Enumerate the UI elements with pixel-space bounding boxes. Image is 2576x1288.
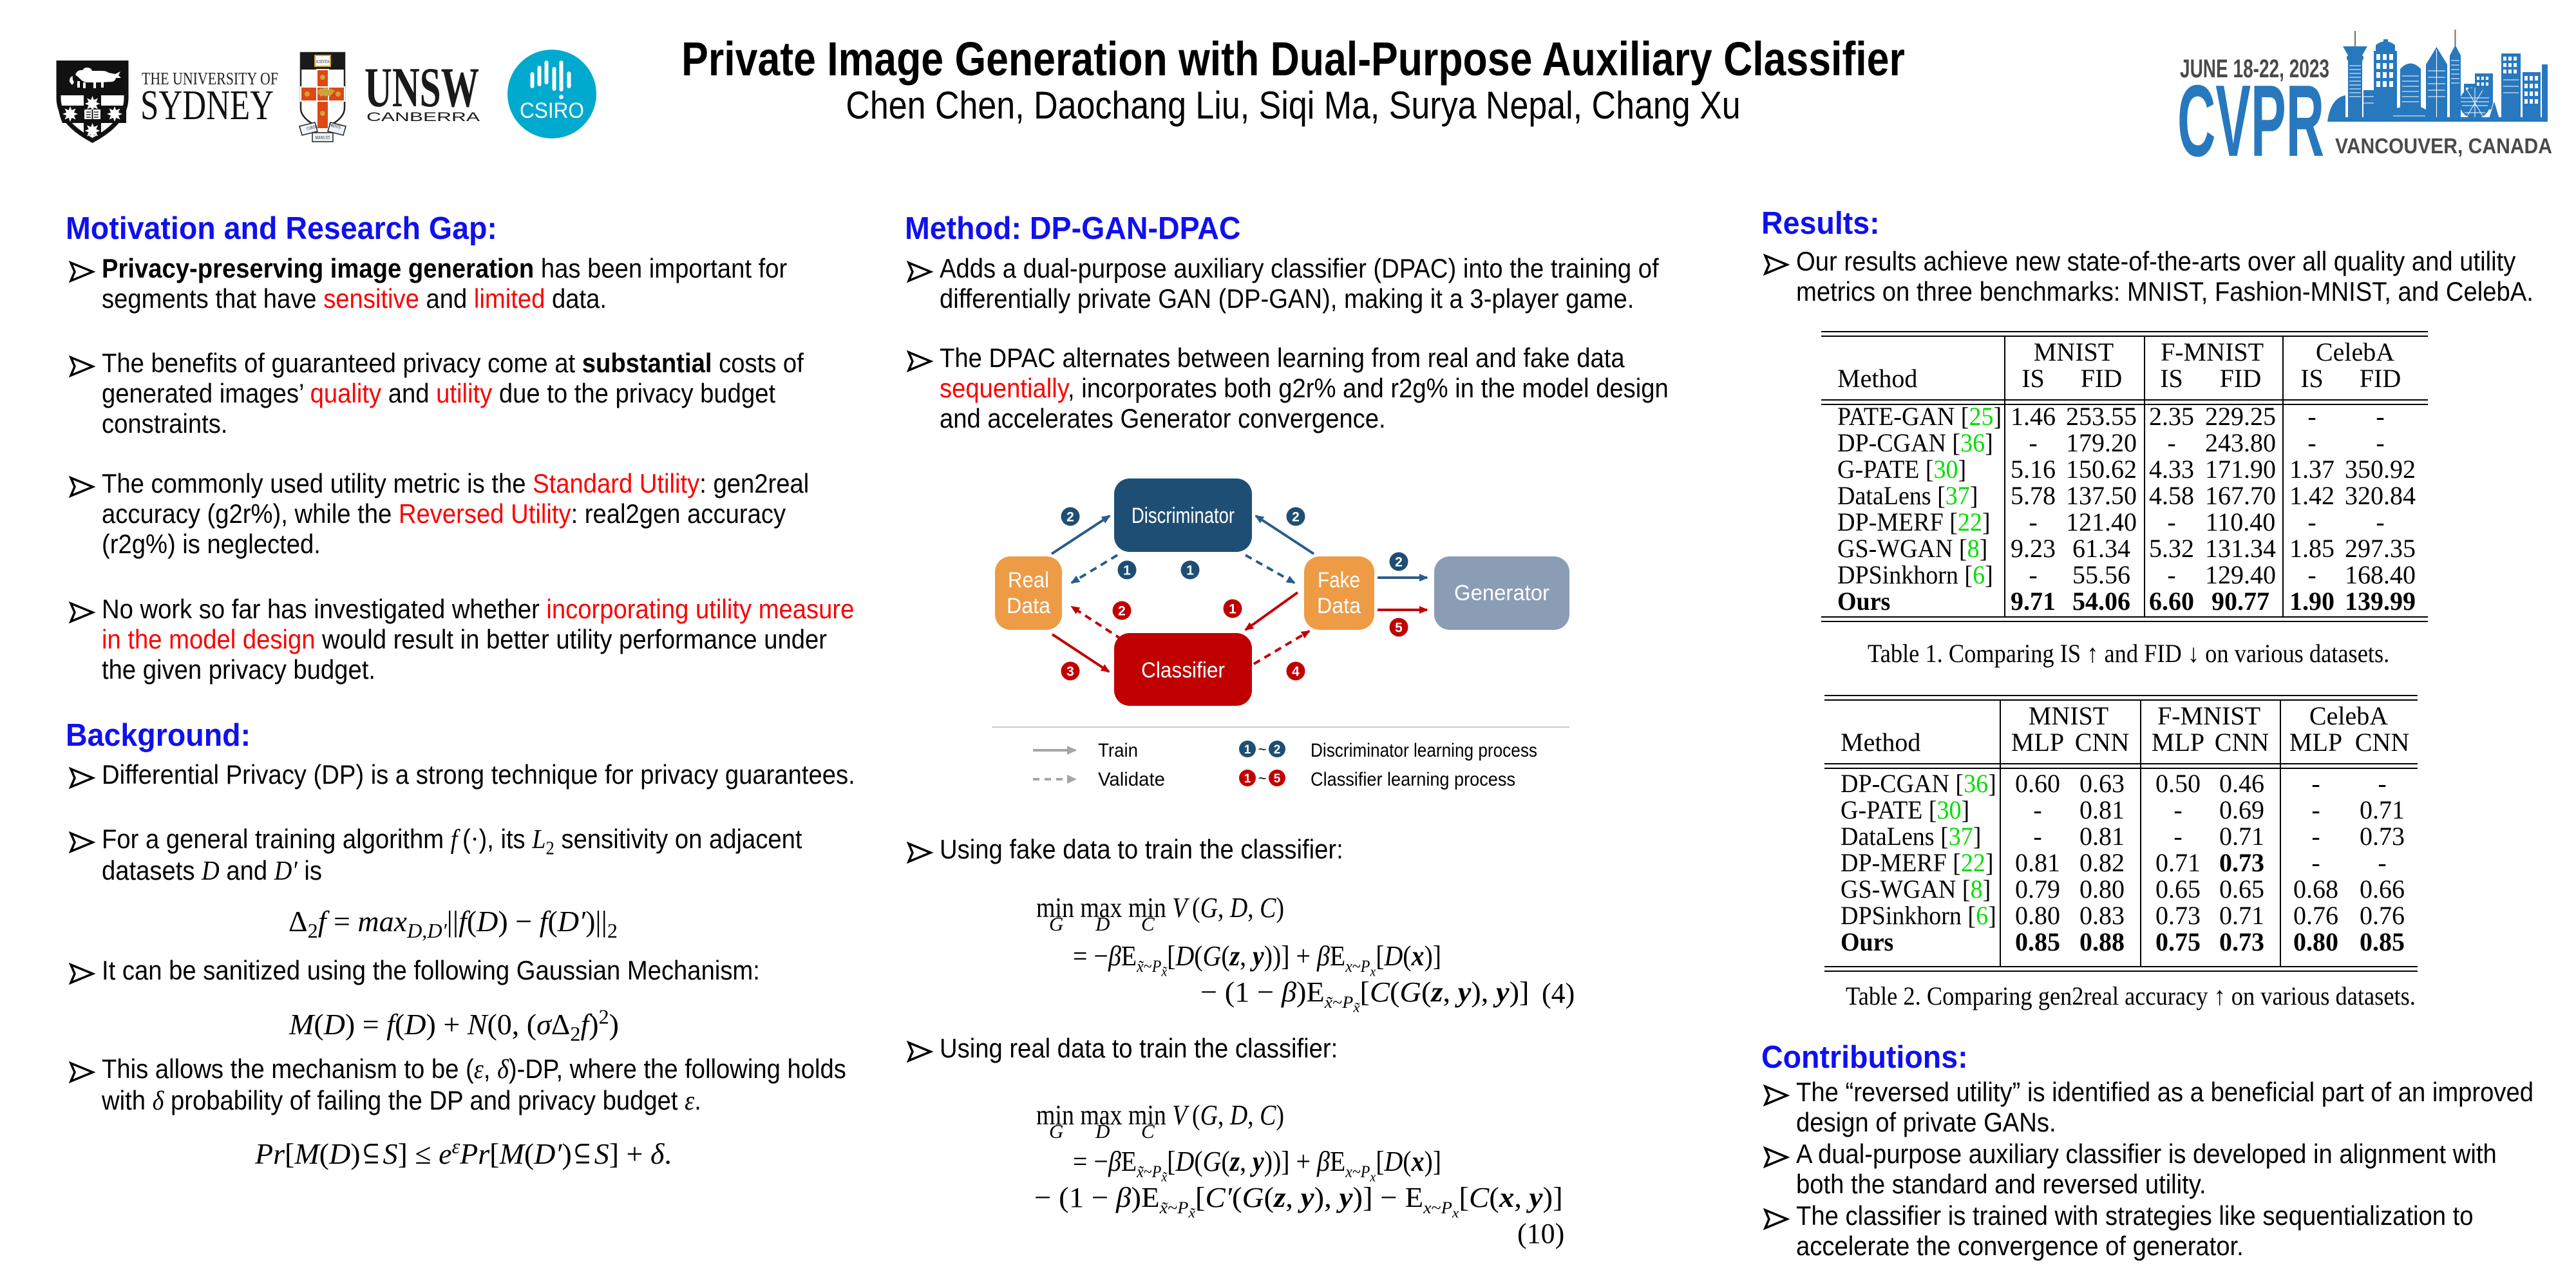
svg-text:MANU ET: MANU ET: [316, 135, 331, 140]
svg-text:2: 2: [1274, 743, 1281, 757]
svg-text:2: 2: [1066, 510, 1074, 525]
svg-text:Fake: Fake: [1318, 568, 1360, 592]
svg-text:~: ~: [1258, 741, 1267, 757]
svg-text:SYDNEY: SYDNEY: [140, 82, 274, 129]
svg-text:Data: Data: [1007, 594, 1050, 618]
svg-text:CANBERRA: CANBERRA: [366, 111, 480, 124]
svg-text:Classifier learning process: Classifier learning process: [1311, 769, 1515, 790]
svg-text:2: 2: [1292, 510, 1300, 525]
svg-text:Discriminator learning process: Discriminator learning process: [1311, 740, 1537, 761]
svg-text:Classifier: Classifier: [1141, 658, 1225, 683]
svg-text:2: 2: [1395, 555, 1403, 570]
svg-text:2: 2: [1118, 604, 1126, 619]
svg-text:VANCOUVER, CANADA: VANCOUVER, CANADA: [2335, 134, 2552, 158]
svg-text:1: 1: [1244, 743, 1251, 757]
svg-text:1: 1: [1244, 772, 1251, 786]
svg-text:CORDE: CORDE: [306, 124, 317, 131]
svg-text:Data: Data: [1317, 594, 1361, 618]
svg-text:5: 5: [1395, 621, 1403, 636]
svg-text:3: 3: [1066, 665, 1074, 679]
svg-text:CSIRO: CSIRO: [520, 99, 584, 123]
svg-text:THE UNIVERSITY OF: THE UNIVERSITY OF: [142, 69, 278, 88]
svg-text:CVPR: CVPR: [2177, 64, 2324, 158]
svg-text:~: ~: [1258, 770, 1267, 786]
svg-text:1: 1: [1186, 564, 1194, 578]
svg-text:1: 1: [1123, 564, 1131, 578]
svg-text:JUNE 18-22, 2023: JUNE 18-22, 2023: [2180, 55, 2329, 83]
svg-text:UNSW: UNSW: [365, 57, 479, 119]
svg-text:4: 4: [1292, 665, 1300, 679]
svg-text:SCIENTIA: SCIENTIA: [316, 59, 330, 64]
svg-text:Real: Real: [1008, 568, 1049, 592]
svg-text:Generator: Generator: [1454, 581, 1549, 605]
svg-text:Discriminator: Discriminator: [1132, 504, 1235, 528]
svg-text:1: 1: [1229, 602, 1236, 617]
svg-text:Validate: Validate: [1098, 769, 1165, 790]
svg-text:5: 5: [1274, 772, 1281, 786]
svg-text:Train: Train: [1098, 740, 1138, 761]
svg-text:MENTE: MENTE: [330, 122, 341, 130]
